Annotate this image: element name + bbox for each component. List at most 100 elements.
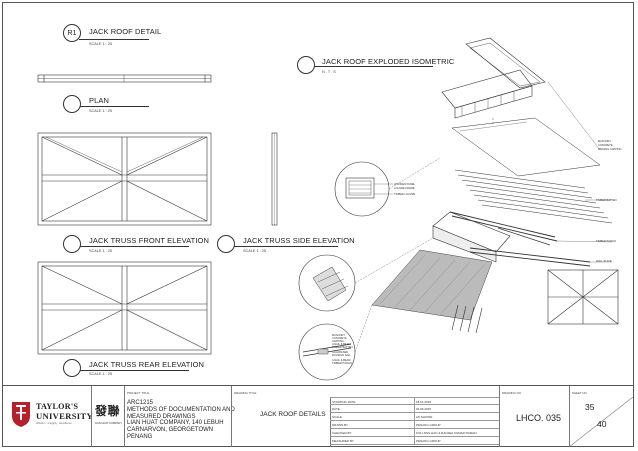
project-details: ARC1215 METHODS OF DOCUMENTATION AND MEA… (127, 400, 235, 441)
info-row-checked-by: CHECKED BY KOH JING HAO & RANJEH KUMAR R… (330, 429, 499, 437)
info-separator (414, 429, 415, 437)
info-separator (414, 405, 415, 413)
info-separator (414, 421, 415, 429)
title-underline (233, 246, 338, 247)
label-eave-7: ROOFING NAIL (332, 354, 351, 357)
firm-name-chinese: 發聯 (95, 404, 121, 418)
tb-divider (499, 386, 500, 447)
tb-divider (231, 386, 232, 447)
info-separator (414, 398, 415, 406)
sheet-no-diagonal (569, 397, 633, 447)
info-separator (414, 437, 415, 445)
title-underline (313, 66, 433, 67)
project-line: CARNARVON, GEORGETOWN (127, 427, 214, 434)
tb-divider (330, 397, 331, 447)
view-title-exploded-isometric: JACK ROOF EXPLODED ISOMETRIC (322, 57, 455, 66)
rear-elevation-truss (37, 261, 212, 355)
view-scale-jack-roof-detail: SCALE 1 : 25 (89, 42, 113, 46)
info-key: CHECKED BY (332, 431, 352, 435)
label-wall-plate: WALL PLATE (596, 260, 612, 263)
label-ridge-1: MASONRY (598, 140, 612, 143)
project-line: LIAN HUAT COMPANY, 140 LEBUH (127, 420, 224, 427)
label-eave-8: 4-NAIL & BEAM (332, 359, 351, 362)
view-ref-bubble: R1 (63, 24, 81, 42)
label-timber-batten: TIMBER BATTEN (596, 199, 617, 202)
view-title-front-elevation: JACK TRUSS FRONT ELEVATION (89, 236, 209, 245)
label-eave-4: 4-NAIL & BEAM (332, 343, 351, 346)
view-ref-bubble (63, 235, 81, 253)
label-eave-9: TIMBER PURLIN (332, 362, 353, 365)
front-elevation-truss (37, 132, 212, 226)
info-key: STARTING DATE (332, 400, 356, 404)
university-name-line1: TAYLOR'S (36, 402, 79, 411)
tb-divider (124, 386, 125, 447)
drawing-title-header: DRAWING TITLE (234, 391, 257, 395)
title-underline (79, 39, 149, 40)
title-block: TAYLOR'S UNIVERSITY Wisdom · Integrity ·… (3, 385, 634, 447)
view-ref-bubble (297, 56, 315, 74)
drawing-number: LHCO. 035 (516, 413, 562, 423)
label-timber-purlin: TIMBER PURLIN (596, 240, 617, 243)
info-key: DRAWN BY (332, 423, 349, 427)
info-key: DATE (332, 407, 340, 411)
info-value: 02.06.2015 (416, 407, 432, 411)
info-separator (414, 413, 415, 421)
info-row-drawn-by: DRAWN BY PENANG GROUP (330, 421, 499, 429)
side-elevation-post (271, 132, 278, 226)
label-ridge-3: RIDGING CAPPING (598, 148, 622, 151)
view-title-jack-roof-detail: JACK ROOF DETAIL (89, 27, 162, 36)
project-title-header: PROJECT TITLE (127, 391, 150, 395)
university-tagline: Wisdom · Integrity · Excellence (36, 422, 72, 425)
label-louvre-frame-2: LOUVRE FRAME (394, 187, 415, 190)
info-value: PENANG GROUP (416, 423, 441, 427)
info-row-scale: SCALE AS SHOWN (330, 413, 499, 421)
title-underline (79, 370, 189, 371)
tb-divider (91, 386, 92, 447)
view-scale-front-elevation: SCALE 1 : 25 (89, 249, 113, 253)
info-row-starting-date: STARTING DATE 18.01.2015 (330, 397, 499, 406)
info-value: KOH JING HAO & RANJEH KUMAR RAMAN (416, 431, 477, 435)
firm-name-english: LIAN HUAT COMPANY (95, 422, 122, 425)
label-timber-louvre: TIMBER LOUVRE (394, 193, 416, 196)
university-name-line2: UNIVERSITY (36, 411, 93, 421)
callout-louvre-frame (334, 157, 441, 217)
firm-logo: 發聯 LIAN HUAT COMPANY (95, 402, 123, 442)
view-ref-bubble (217, 235, 235, 253)
view-title-rear-elevation: JACK TRUSS REAR ELEVATION (89, 360, 205, 369)
timber-battens (454, 169, 613, 224)
label-eave-2: CONCRETE (332, 337, 347, 340)
info-key: SCALE (332, 415, 342, 419)
info-row-date: DATE 02.06.2015 (330, 405, 499, 413)
label-eave-6: GALVANISED (332, 351, 349, 354)
view-scale-plan: SCALE 1 : 25 (89, 109, 113, 113)
view-ref-bubble (63, 359, 81, 377)
sheet-total: 40 (597, 419, 607, 429)
info-row-measured-by: MEASURED BY PENANG GROUP (330, 437, 499, 445)
label-eave-5: TIMBER BATTEN (332, 346, 353, 349)
title-underline (79, 246, 189, 247)
project-line: METHODS OF DOCUMENTATION AND (127, 406, 235, 413)
sheet-border (2, 2, 634, 447)
label-eave-1: MASONRY (332, 334, 346, 337)
view-ref-bubble (63, 95, 81, 113)
project-line: ARC1215 (127, 400, 154, 406)
label-eave-3: CAPPING (332, 340, 344, 343)
callout-eave-detail (298, 304, 373, 381)
view-title-side-elevation: JACK TRUSS SIDE ELEVATION (243, 236, 355, 245)
project-line: MEASURED DRAWINGS (127, 413, 196, 420)
sheet-number: 35 (585, 402, 595, 412)
drawing-title: JACK ROOF DETAILS (260, 411, 326, 418)
label-louvre-frame-1: WOODEN PANEL (394, 183, 415, 186)
callout-batten-joint (298, 237, 434, 312)
tb-divider (569, 386, 570, 447)
project-line: PENANG (127, 433, 153, 440)
info-key: MEASURED BY (332, 439, 354, 443)
drawing-no-header: DRAWING NO. (502, 391, 522, 395)
view-scale-exploded-isometric: N . T . S (322, 70, 336, 74)
university-logo: TAYLOR'S UNIVERSITY Wisdom · Integrity ·… (9, 399, 93, 435)
label-ridge-2: CONCRETE (598, 144, 613, 147)
jack-roof-detail-section (37, 74, 212, 83)
info-value: AS SHOWN (416, 415, 433, 419)
